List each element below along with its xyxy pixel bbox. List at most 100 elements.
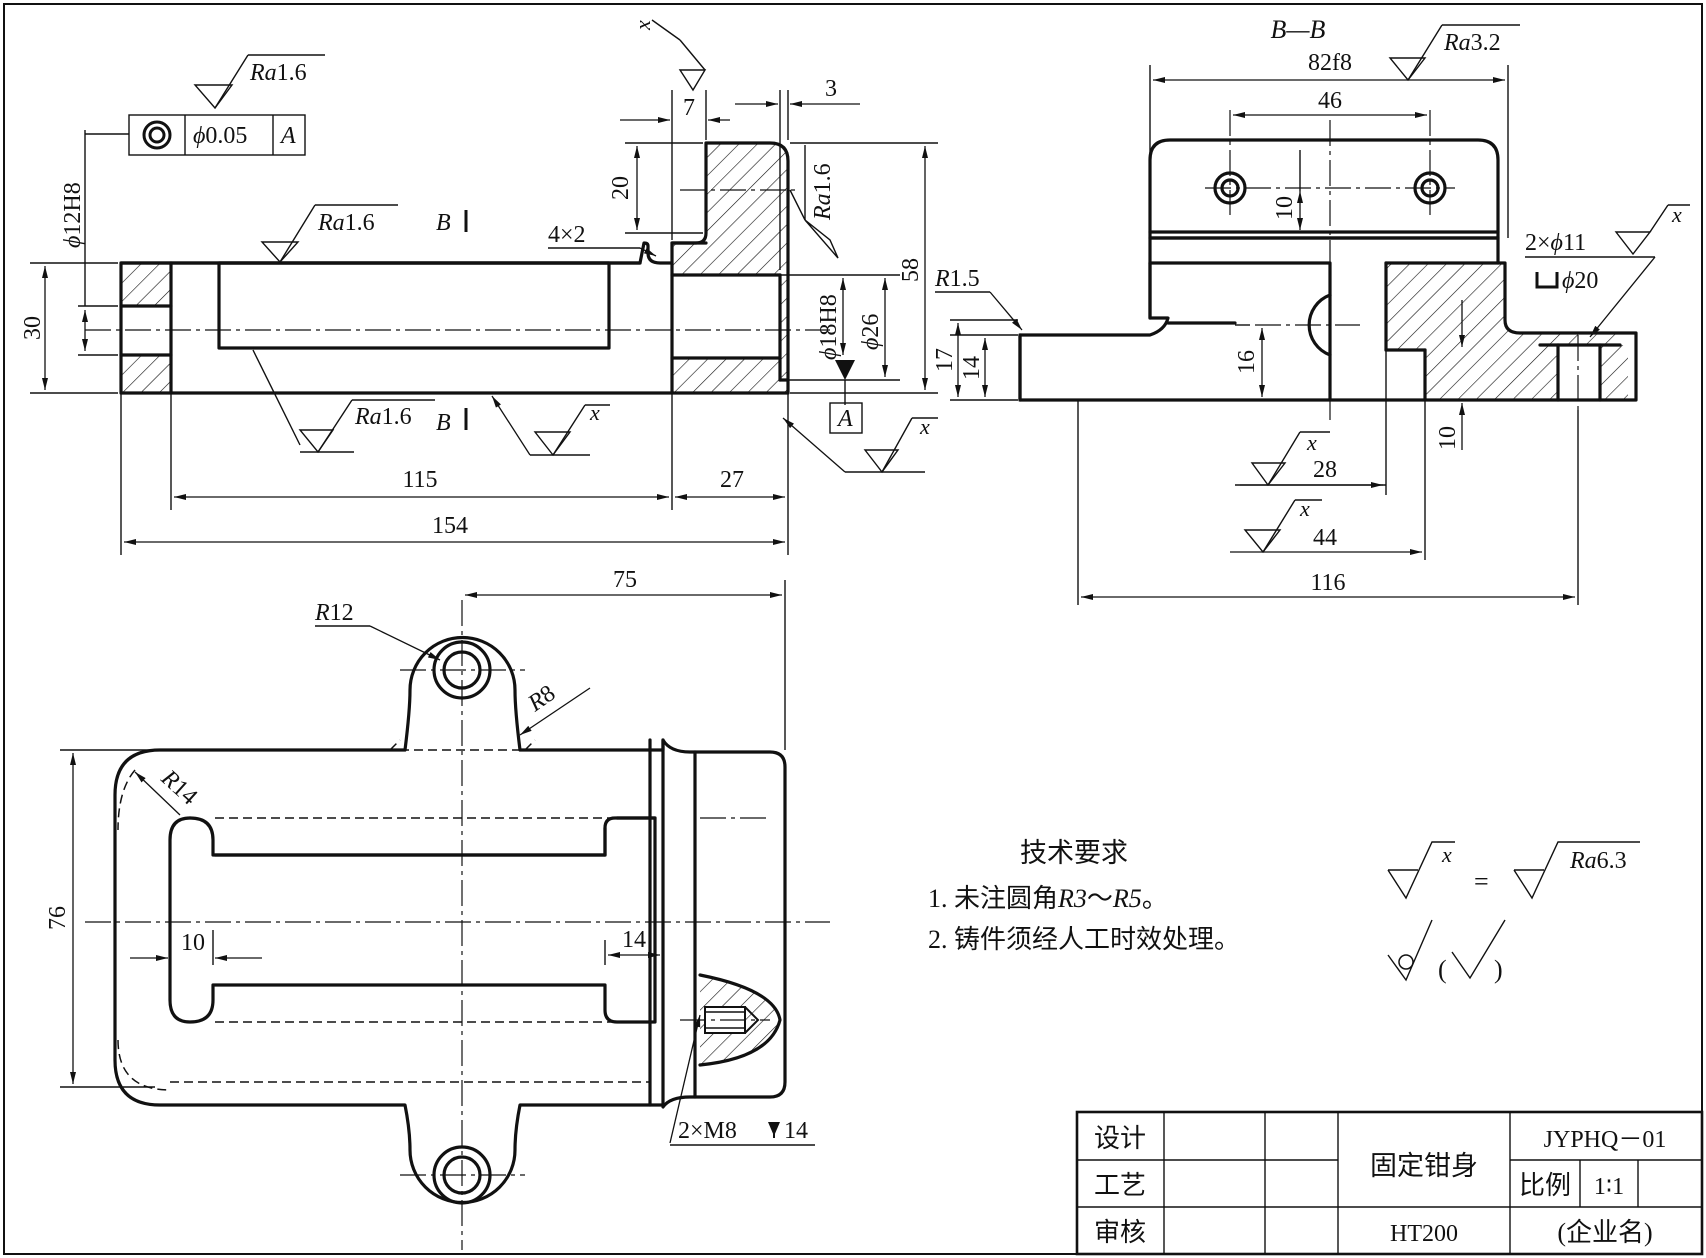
dim-26-label: ϕ26	[858, 314, 884, 350]
counterbore-icon	[1535, 272, 1559, 289]
ra-bottom: Ra1.6	[354, 404, 412, 430]
tb-scale-label: 比例	[1519, 1171, 1571, 1200]
tb-scale-value: 1∶1	[1594, 1174, 1624, 1200]
dim-17-text: 17	[932, 348, 958, 372]
dim-76-text: 76	[45, 906, 71, 930]
tolerance-datum: A	[279, 123, 296, 149]
counterbore-text: ϕ20	[1562, 268, 1598, 294]
dim-44-text: 44	[1313, 525, 1337, 551]
svg-text:Ra1.6: Ra1.6	[810, 163, 836, 221]
ra-right-vertical: Ra1.6	[810, 163, 836, 221]
section-title: B—B	[1271, 15, 1326, 44]
front-slot	[217, 261, 611, 350]
tb-material: HT200	[1390, 1221, 1458, 1247]
dim-115-text: 115	[402, 467, 437, 493]
roughness-x-44: x	[1299, 496, 1310, 521]
roughness-icon	[533, 431, 572, 457]
roughness-icon	[1243, 529, 1282, 554]
front-view: 30 ϕ12H8 ϕ0.05 A Ra1.6 Ra1.6 B 4×2	[20, 19, 938, 555]
tech-req-title: 技术要求	[1020, 838, 1128, 868]
tolerance-value: ϕ0.05	[193, 123, 247, 149]
datum-box	[829, 402, 863, 434]
section-mark-top: B	[436, 210, 451, 236]
surface-symbols: x = Ra6.3 ( )	[1387, 841, 1640, 984]
dim-116-text: 116	[1310, 570, 1345, 596]
thread-callout: 2×M8	[678, 1118, 737, 1144]
hatch-left-bottom	[121, 355, 171, 393]
dim-14-text: 14	[622, 927, 646, 953]
roughness-icon	[1250, 462, 1287, 487]
dim-18h8-label: ϕ18H8	[816, 294, 842, 360]
roughness-x-bb: x	[1671, 202, 1682, 227]
top-view: R12 R8 R14 75 76 10 14	[45, 567, 830, 1250]
tb-design: 设计	[1094, 1124, 1146, 1153]
svg-text:ϕ18H8: ϕ18H8	[816, 294, 842, 360]
r15-text: R1.5	[934, 266, 980, 292]
dim-30-text: 30	[20, 316, 46, 340]
roughness-icon	[298, 429, 335, 454]
hatch-right-block	[672, 143, 788, 393]
section-mark-bottom: B	[436, 410, 451, 436]
section-view-bb: B—B 82f8 Ra3.2	[932, 15, 1690, 605]
tolerance-frame	[128, 114, 306, 156]
dim-10-top-text: 10	[1272, 196, 1298, 220]
hatch-bb-right	[1386, 263, 1620, 400]
roughness-icon	[1614, 231, 1652, 256]
bb-right-part	[1328, 261, 1638, 402]
hole-callout: 2×ϕ11	[1525, 230, 1586, 256]
top-outline	[113, 635, 787, 1205]
dim-154-text: 154	[432, 513, 468, 539]
roughness-icon	[804, 219, 839, 259]
ra-top-left: Ra1.6	[249, 60, 307, 86]
roughness-icon	[863, 449, 900, 474]
bb-top-block	[1148, 138, 1500, 240]
roughness-icon	[1388, 57, 1427, 82]
tb-part-name: 固定钳身	[1370, 1151, 1478, 1181]
svg-text:ϕ12H8: ϕ12H8	[60, 182, 86, 248]
r14-label: R14	[155, 764, 202, 810]
datum-a-text: A	[836, 406, 853, 432]
dim-20-text: 20	[608, 176, 634, 200]
roughness-ra-icon	[1513, 841, 1640, 900]
tb-company: (企业名)	[1557, 1218, 1652, 1247]
dim-16-text: 16	[1234, 350, 1260, 374]
ra-top-mid: Ra1.6	[317, 210, 375, 236]
dim-46-text: 46	[1318, 88, 1342, 114]
legend-x: x	[1441, 842, 1452, 867]
dim-12h8-label: ϕ12H8	[60, 182, 86, 248]
roughness-x-bottom: x	[589, 400, 600, 425]
roughness-icon	[260, 241, 300, 264]
title-block: 设计 工艺 审核 固定钳身 HT200 JYPHQ－01 比例 1∶1 (企业名…	[1075, 1110, 1704, 1256]
tech-req-item1: 1. 未注圆角R3～R5。	[928, 884, 1168, 913]
thread-depth: 14	[784, 1118, 808, 1144]
dim-14-text: 14	[959, 356, 985, 380]
dim-10-text: 10	[181, 930, 205, 956]
roughness-cast-icon	[1387, 919, 1433, 982]
dim-82f8-text: 82f8	[1308, 50, 1352, 76]
tb-review: 审核	[1094, 1218, 1146, 1247]
dim-3-text: 3	[825, 76, 837, 102]
bb-left-part	[1018, 261, 1332, 402]
roughness-x-icon	[1387, 841, 1455, 900]
roughness-x-top: x	[630, 20, 655, 31]
datum-triangle-icon	[835, 360, 855, 380]
dim-10-bottom-text: 10	[1435, 426, 1461, 450]
legend-equals: =	[1474, 867, 1489, 896]
sheet-border	[3, 3, 1703, 1255]
svg-text:ϕ26: ϕ26	[858, 314, 884, 350]
svg-text:R14: R14	[155, 764, 202, 810]
tb-process: 工艺	[1094, 1171, 1146, 1200]
dim-58-text: 58	[898, 258, 924, 282]
ra-top-bb: Ra3.2	[1443, 30, 1501, 56]
dim-28-text: 28	[1313, 457, 1337, 483]
legend-ra: Ra6.3	[1569, 848, 1627, 874]
technical-requirements: 技术要求 1. 未注圆角R3～R5。 2. 铸件须经人工时效处理。	[928, 838, 1240, 954]
tech-req-item2: 2. 铸件须经人工时效处理。	[928, 925, 1240, 954]
legend-paren-open: (	[1438, 955, 1447, 984]
roughness-x-right: x	[919, 414, 930, 439]
tb-drawing-no: JYPHQ－01	[1544, 1127, 1667, 1153]
r12-text: R12	[314, 600, 354, 626]
chamfer-text: 4×2	[548, 222, 586, 248]
